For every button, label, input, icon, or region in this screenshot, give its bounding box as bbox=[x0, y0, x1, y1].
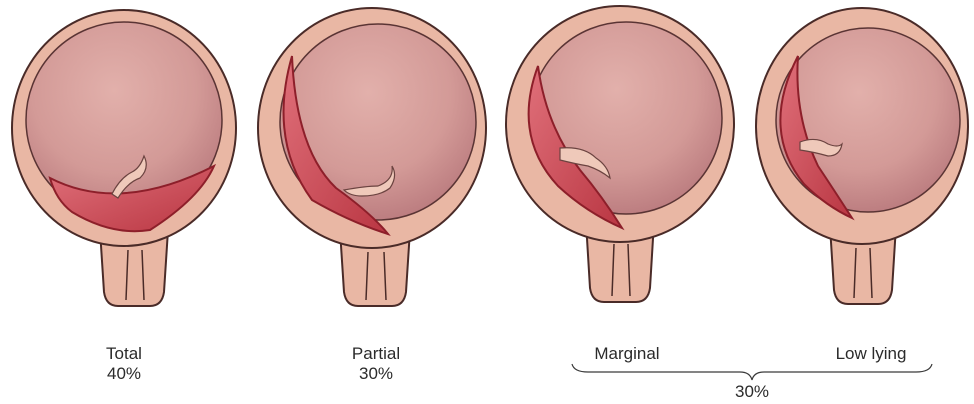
label-total: Total 40% bbox=[84, 344, 164, 384]
uterus-total bbox=[12, 10, 236, 306]
label-partial-name: Partial bbox=[352, 344, 400, 363]
uterus-marginal bbox=[506, 6, 734, 302]
label-partial: Partial 30% bbox=[336, 344, 416, 384]
label-marginal: Marginal bbox=[572, 344, 682, 364]
uterus-low-lying bbox=[756, 8, 968, 304]
label-partial-percent: 30% bbox=[336, 364, 416, 384]
group-percent: 30% bbox=[735, 382, 769, 401]
group-brace bbox=[572, 364, 932, 380]
label-total-percent: 40% bbox=[84, 364, 164, 384]
label-low-lying: Low lying bbox=[816, 344, 926, 364]
label-marginal-name: Marginal bbox=[594, 344, 659, 363]
label-group-percent: 30% bbox=[712, 382, 792, 402]
label-total-name: Total bbox=[106, 344, 142, 363]
label-low-lying-name: Low lying bbox=[836, 344, 907, 363]
uterus-partial bbox=[258, 8, 486, 306]
